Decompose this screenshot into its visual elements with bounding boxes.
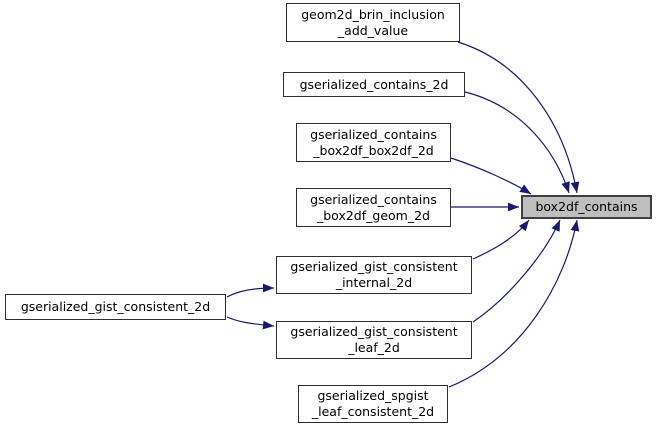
edge-gserialized_spgist_leaf_consistent_2d-to-box2df_contains [448,219,580,388]
node-geom2d_brin_inclusion_add_value[interactable]: geom2d_brin_inclusion _add_value [286,3,460,42]
node-label-line: gserialized_contains [310,126,437,142]
edge-gserialized_gist_consistent_2d-to-internal_2d [226,283,275,298]
edge-geom2d_brin_inclusion_add_value-to-box2df_contains [457,41,580,194]
node-label-line: gserialized_gist_consistent_2d [20,299,211,314]
node-gserialized_gist_consistent_2d[interactable]: gserialized_gist_consistent_2d [5,294,226,320]
node-gserialized_spgist_leaf_consistent_2d[interactable]: gserialized_spgist _leaf_consistent_2d [298,385,448,423]
node-label-line: gserialized_gist_consistent [290,259,458,274]
node-gserialized_gist_consistent_leaf_2d[interactable]: gserialized_gist_consistent _leaf_2d [276,321,472,359]
node-label-line: _add_value [337,22,409,38]
node-label-line: _box2df_box2df_2d [313,142,434,158]
node-label-line: box2df_contains [535,199,638,214]
node-label-line: geom2d_brin_inclusion [301,6,445,22]
node-gserialized_gist_consistent_internal_2d[interactable]: gserialized_gist_consistent _internal_2d [276,256,472,294]
node-label-line: _internal_2d [335,275,413,290]
node-label-line: gserialized_spgist [317,388,429,403]
edge-gserialized_contains_box2df_box2df_2d-to-box2df_contains [450,157,532,195]
node-label-line: gserialized_contains [310,191,437,207]
node-label-line: gserialized_contains_2d [299,76,449,92]
edge-gserialized_contains_2d-to-box2df_contains [464,91,570,194]
edge-gserialized_gist_consistent_2d-to-leaf_2d [226,316,275,330]
edge-gserialized_gist_consistent_internal_2d-to-box2df_contains [472,219,530,260]
node-gserialized_contains_box2df_geom_2d[interactable]: gserialized_contains _box2df_geom_2d [296,188,451,227]
node-gserialized_contains_box2df_box2df_2d[interactable]: gserialized_contains _box2df_box2df_2d [296,123,451,162]
node-box2df_contains-current: box2df_contains [521,195,652,219]
node-label-line: _box2df_geom_2d [317,207,430,223]
node-label-line: _leaf_2d [348,340,400,355]
node-label-line: _leaf_consistent_2d [311,404,435,419]
node-gserialized_contains_2d[interactable]: gserialized_contains_2d [283,72,465,97]
edge-gserialized_gist_consistent_leaf_2d-to-box2df_contains [472,219,561,323]
node-label-line: gserialized_gist_consistent [290,324,458,339]
